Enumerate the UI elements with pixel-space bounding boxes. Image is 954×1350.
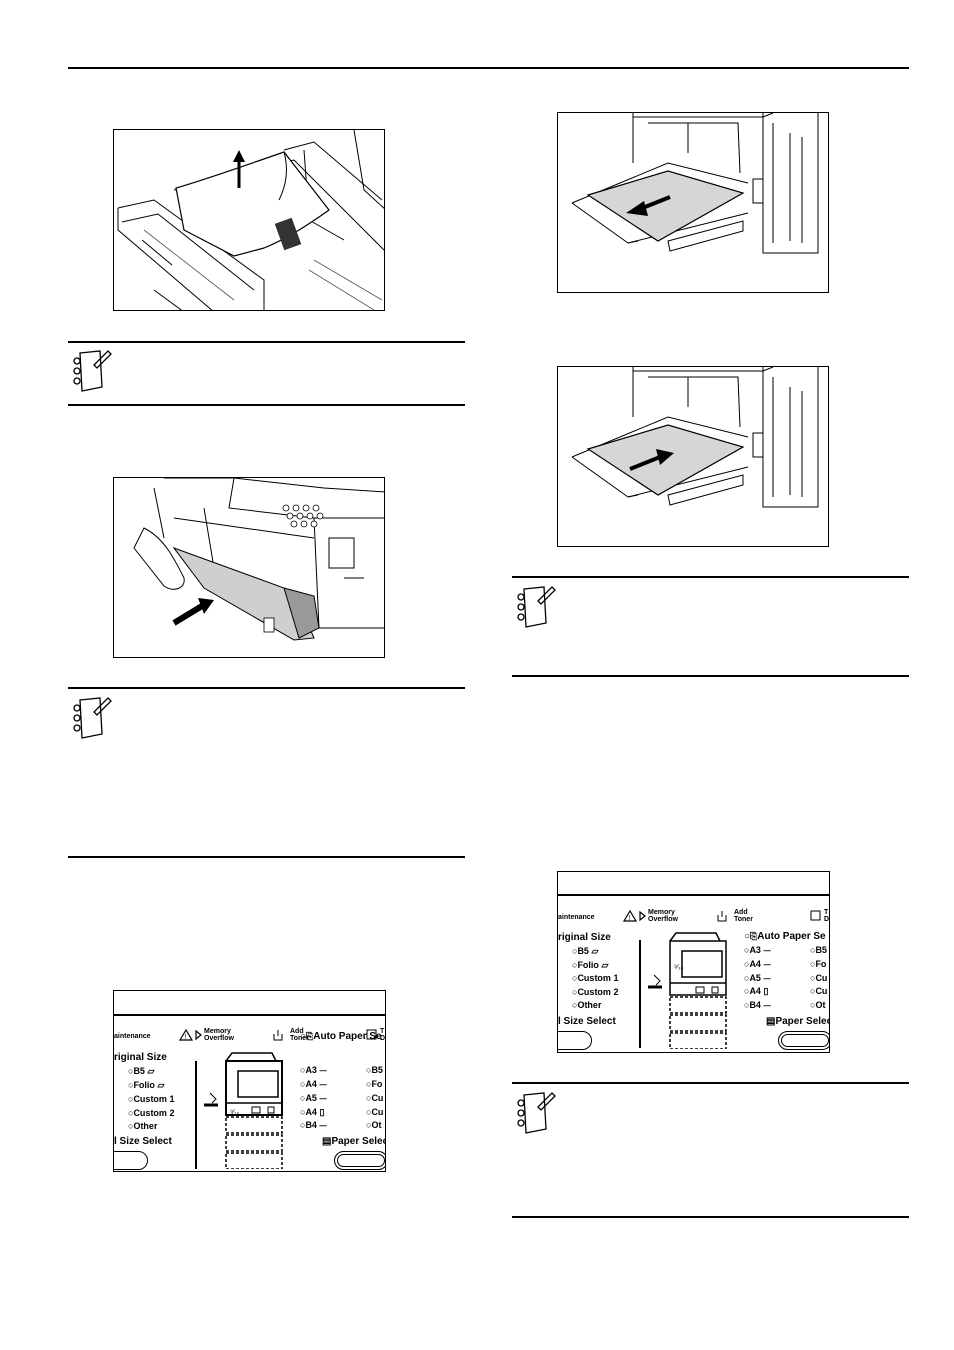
figure-bypass-insert-paper — [557, 366, 829, 547]
note-icon — [517, 586, 556, 628]
copier-diagram: ⁹⁄₁₀ — [648, 932, 727, 1049]
maintenance-label: aintenance — [558, 914, 595, 921]
paper-size-option[interactable]: ○A4 ▯ — [744, 986, 769, 996]
size-select-label: l Size Select — [114, 1136, 172, 1147]
warning-icon: ! — [179, 1029, 202, 1041]
original-size-option[interactable]: ○Custom 2 — [128, 1108, 175, 1118]
paper-size-option[interactable]: ○Ot — [810, 1000, 826, 1010]
paper-size-option[interactable]: ○Cu — [366, 1107, 384, 1117]
paper-size-option[interactable]: ○B5 — [810, 945, 827, 955]
paper-size-option[interactable]: ○B5 — [366, 1065, 383, 1075]
note-rule-top — [512, 576, 909, 578]
note-rule-top — [68, 341, 465, 343]
cassette-insert-illustration — [133, 478, 384, 641]
original-size-title: riginal Size — [558, 932, 611, 943]
paper-size-option[interactable]: ○A4 ▯ — [300, 1107, 325, 1117]
note-icon — [73, 697, 112, 739]
memory-overflow-label-2: Overflow — [648, 916, 678, 923]
paper-size-option[interactable]: ○B4 ⏤ — [744, 1000, 771, 1010]
cut-label: T — [824, 909, 829, 916]
note-rule-bottom — [512, 675, 909, 677]
bypass-insert-illustration — [571, 367, 819, 508]
paper-size-option[interactable]: ○A5 ⏤ — [744, 973, 771, 983]
note-rule-bottom — [68, 856, 465, 858]
paper-size-option[interactable]: ○Fo — [810, 959, 827, 969]
operation-panel-illustration: aintenance ! Memory Overflow Add Toner T… — [557, 871, 830, 1053]
paper-size-option[interactable]: ○A5 ⏤ — [300, 1093, 327, 1103]
paper-select-label: ▤Paper Selec — [766, 1016, 830, 1027]
memory-overflow-label-2: Overflow — [204, 1035, 234, 1042]
paper-size-option[interactable]: ○A3 ⏤ — [744, 945, 771, 955]
copier-diagram: ⁹⁄₁₀ — [204, 1052, 283, 1169]
cut-label: D — [824, 916, 830, 923]
note-rule-bottom — [512, 1216, 909, 1218]
original-size-option[interactable]: ○Custom 2 — [572, 987, 619, 997]
tray-icon — [810, 910, 821, 921]
add-toner-label-1: Add — [290, 1028, 304, 1035]
paper-size-option[interactable]: ○A4 ⏤ — [300, 1079, 327, 1089]
toner-icon — [273, 1030, 283, 1041]
original-size-option[interactable]: ○Other — [572, 1000, 602, 1010]
original-size-option[interactable]: ○Custom 1 — [128, 1094, 175, 1104]
svg-text:!: ! — [629, 915, 631, 922]
header-rule — [68, 67, 909, 69]
operation-panel-illustration: aintenance ! Memory Overflow Add Toner T… — [113, 990, 386, 1172]
size-select-label: l Size Select — [558, 1016, 616, 1027]
original-size-option[interactable]: ○Other — [128, 1121, 158, 1131]
original-size-option[interactable]: ○Custom 1 — [572, 973, 619, 983]
paper-select-button[interactable] — [334, 1151, 385, 1170]
auto-paper-select-label[interactable]: ○⎘Auto Paper Se — [744, 931, 826, 942]
paper-size-option[interactable]: ○B4 ⏤ — [300, 1120, 327, 1130]
svg-text:⁹⁄₁₀: ⁹⁄₁₀ — [230, 1109, 240, 1116]
paper-size-option[interactable]: ○A3 ⏤ — [300, 1065, 327, 1075]
toner-icon — [717, 911, 727, 922]
original-size-title: riginal Size — [114, 1052, 167, 1063]
memory-overflow-label-1: Memory — [648, 909, 675, 916]
add-toner-label-1: Add — [734, 909, 748, 916]
paper-select-label: ▤Paper Selec — [322, 1136, 386, 1147]
paper-size-option[interactable]: ○Ot — [366, 1120, 382, 1130]
cut-label: D — [380, 1035, 386, 1042]
add-toner-label-2: Toner — [290, 1035, 309, 1042]
note-rule-bottom — [68, 404, 465, 406]
size-select-button[interactable] — [114, 1151, 148, 1170]
maintenance-label: aintenance — [114, 1033, 151, 1040]
paper-size-option[interactable]: ○Cu — [810, 973, 828, 983]
paper-size-option[interactable]: ○Cu — [810, 986, 828, 996]
note-icon — [517, 1092, 556, 1134]
note-rule-top — [512, 1082, 909, 1084]
original-size-option[interactable]: ○Folio ⏥ — [128, 1080, 165, 1090]
paper-size-option[interactable]: ○A4 ⏤ — [744, 959, 771, 969]
note-icon — [73, 350, 112, 392]
auto-paper-select-label[interactable]: ○⎘Auto Paper Se — [300, 1031, 382, 1042]
figure-cassette-insert — [113, 477, 385, 658]
size-select-button[interactable] — [558, 1031, 592, 1050]
original-size-option[interactable]: ○Folio ⏥ — [572, 960, 609, 970]
svg-text:!: ! — [185, 1034, 187, 1041]
figure-cassette-remove-paper — [113, 129, 385, 311]
paper-select-button[interactable] — [778, 1031, 829, 1050]
paper-size-option[interactable]: ○Cu — [366, 1093, 384, 1103]
warning-icon: ! — [623, 910, 646, 922]
cassette-paper-illustration — [117, 130, 384, 310]
tray-icon — [366, 1029, 377, 1040]
original-size-option[interactable]: ○B5 ⏥ — [128, 1066, 155, 1076]
svg-text:⁹⁄₁₀: ⁹⁄₁₀ — [674, 964, 684, 971]
paper-size-option[interactable]: ○Fo — [366, 1079, 383, 1089]
figure-bypass-remove-paper — [557, 112, 829, 293]
bypass-remove-illustration — [571, 113, 819, 254]
memory-overflow-label-1: Memory — [204, 1028, 231, 1035]
note-rule-top — [68, 687, 465, 689]
cut-label: T — [380, 1028, 385, 1035]
original-size-option[interactable]: ○B5 ⏥ — [572, 946, 599, 956]
add-toner-label-2: Toner — [734, 916, 753, 923]
